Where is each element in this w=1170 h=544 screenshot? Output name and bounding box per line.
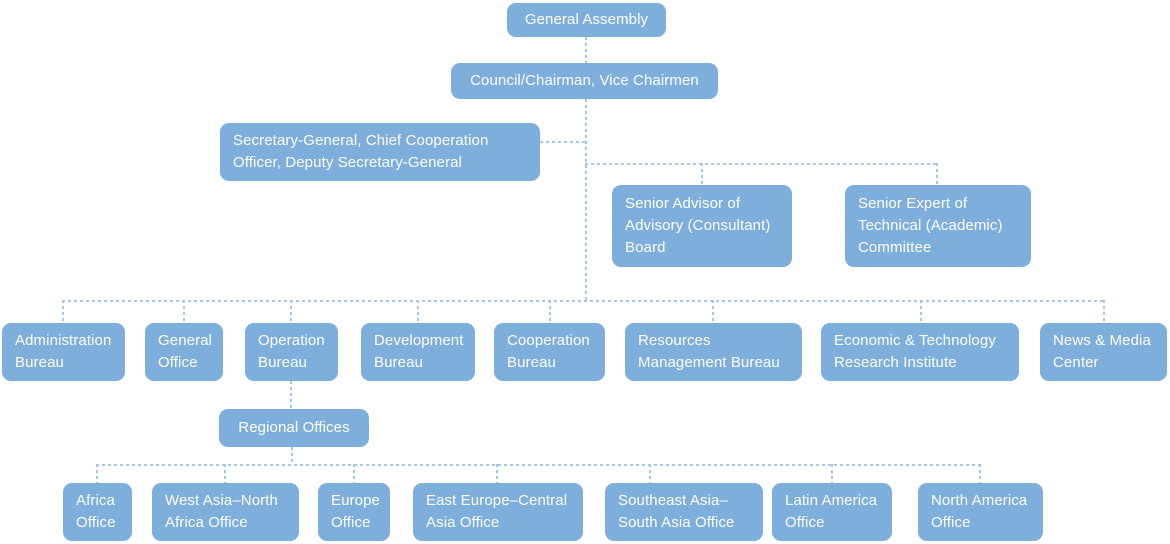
connector-operation-regional <box>290 381 292 409</box>
connector-drop-north-america <box>979 464 981 483</box>
node-north-america-office: North America Office <box>918 483 1043 541</box>
node-general-assembly: General Assembly <box>507 3 666 37</box>
connector-bureau-branch <box>62 300 1105 302</box>
node-development-bureau: Development Bureau <box>361 323 475 381</box>
node-latin-america-office: Latin America Office <box>772 483 892 541</box>
node-west-asia-north-africa-office: West Asia–North Africa Office <box>152 483 299 541</box>
connector-senior-branch <box>585 163 938 165</box>
node-europe-office: Europe Office <box>318 483 390 541</box>
node-regional-offices: Regional Offices <box>219 409 369 447</box>
connector-drop-resources <box>712 300 714 323</box>
connector-assembly-council <box>585 37 587 64</box>
connector-drop-senior-expert <box>936 163 938 185</box>
connector-drop-economic <box>920 300 922 323</box>
node-africa-office: Africa Office <box>63 483 132 541</box>
node-operation-bureau: Operation Bureau <box>245 323 338 381</box>
connector-drop-southeast-asia <box>649 464 651 483</box>
node-east-europe-central-asia-office: East Europe–Central Asia Office <box>413 483 583 541</box>
connector-drop-general-office <box>183 300 185 323</box>
node-news-media-center: News & Media Center <box>1040 323 1167 381</box>
node-senior-expert: Senior Expert of Technical (Academic) Co… <box>845 185 1031 267</box>
node-secretary-general: Secretary-General, Chief Cooperation Off… <box>220 123 540 181</box>
node-administration-bureau: Administration Bureau <box>2 323 125 381</box>
connector-drop-cooperation <box>549 300 551 323</box>
node-general-office: General Office <box>145 323 223 381</box>
connector-drop-senior-advisor <box>701 163 703 185</box>
connector-drop-operation <box>290 300 292 323</box>
node-southeast-asia-south-asia-office: Southeast Asia– South Asia Office <box>605 483 763 541</box>
node-cooperation-bureau: Cooperation Bureau <box>494 323 605 381</box>
connector-drop-development <box>417 300 419 323</box>
node-council-chairman: Council/Chairman, Vice Chairmen <box>451 63 718 99</box>
connector-drop-europe <box>353 464 355 483</box>
connector-drop-latin-america <box>831 464 833 483</box>
connector-regional-down <box>291 447 293 465</box>
node-resources-management-bureau: Resources Management Bureau <box>625 323 802 381</box>
connector-secretary <box>540 141 586 143</box>
connector-trunk <box>585 99 587 301</box>
connector-drop-africa <box>96 464 98 483</box>
connector-drop-west-asia <box>224 464 226 483</box>
connector-drop-news <box>1103 300 1105 323</box>
node-senior-advisor: Senior Advisor of Advisory (Consultant) … <box>612 185 792 267</box>
connector-drop-east-europe <box>496 464 498 483</box>
connector-drop-administration <box>62 300 64 323</box>
connector-office-branch <box>96 464 981 466</box>
node-economic-technology-research-institute: Economic & Technology Research Institute <box>821 323 1019 381</box>
